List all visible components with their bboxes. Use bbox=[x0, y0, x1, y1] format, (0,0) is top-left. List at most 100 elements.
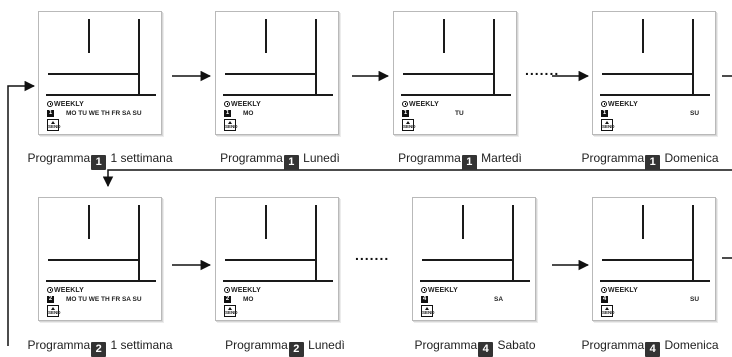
lcd-vertical-line-1 bbox=[642, 19, 644, 53]
weekly-label: WEEKLY bbox=[224, 101, 261, 109]
clock-icon bbox=[47, 101, 53, 107]
caption-program-badge: 4 bbox=[478, 342, 494, 357]
lcd-screen: WEEKLY 2 MO TU WE TH FR SA SU SEND bbox=[44, 203, 156, 317]
lcd-vertical-line-1 bbox=[265, 19, 267, 53]
active-days: SU bbox=[690, 110, 700, 117]
caption-program-badge: 4 bbox=[645, 342, 661, 357]
program-number-badge: 1 bbox=[224, 110, 231, 117]
lcd-horizontal-line bbox=[403, 73, 493, 75]
clock-icon bbox=[224, 287, 230, 293]
weekly-text: WEEKLY bbox=[428, 287, 458, 294]
lcd-horizontal-line bbox=[602, 259, 692, 261]
lcd-screen: WEEKLY 4 SA SEND bbox=[418, 203, 530, 317]
program-number-badge: 4 bbox=[601, 296, 608, 303]
caption-program-badge: 1 bbox=[91, 155, 107, 170]
clock-icon bbox=[224, 101, 230, 107]
caption-prefix: Programma bbox=[398, 151, 461, 165]
weekly-text: WEEKLY bbox=[409, 101, 439, 108]
caption-prefix: Programma bbox=[225, 338, 288, 352]
send-text: SEND bbox=[422, 310, 435, 315]
active-days: MO TU WE TH FR SA SU bbox=[66, 110, 142, 117]
weekly-label: WEEKLY bbox=[224, 287, 261, 295]
send-icon: SEND bbox=[421, 305, 435, 317]
send-text: SEND bbox=[48, 310, 61, 315]
clock-icon bbox=[421, 287, 427, 293]
lcd-vertical-line-1 bbox=[265, 205, 267, 239]
lcd-vertical-line-2 bbox=[138, 205, 140, 281]
caption-prefix: Programma bbox=[220, 151, 283, 165]
active-days: SA bbox=[494, 296, 504, 303]
lcd-screen: WEEKLY 1 SU SEND bbox=[598, 17, 710, 131]
weekly-text: WEEKLY bbox=[54, 101, 84, 108]
caption-suffix: Lunedì bbox=[299, 151, 340, 165]
caption-prefix: Programma bbox=[581, 151, 645, 165]
caption-suffix: Martedì bbox=[477, 151, 522, 165]
send-icon: SEND bbox=[601, 305, 615, 317]
lcd-vertical-line-2 bbox=[512, 205, 514, 281]
weekly-text: WEEKLY bbox=[608, 101, 638, 108]
active-days: MO bbox=[243, 296, 254, 303]
active-days: SU bbox=[690, 296, 700, 303]
caption-program-badge: 2 bbox=[288, 342, 304, 357]
lcd-screen: WEEKLY 1 TU SEND bbox=[399, 17, 511, 131]
program-number-badge: 4 bbox=[421, 296, 428, 303]
clock-icon bbox=[402, 101, 408, 107]
weekly-label: WEEKLY bbox=[402, 101, 439, 109]
clock-icon bbox=[601, 101, 607, 107]
caption-program-badge: 1 bbox=[645, 155, 661, 170]
caption-prefix: Programma bbox=[27, 151, 91, 165]
caption-program-badge: 1 bbox=[461, 155, 477, 170]
lcd-horizontal-line bbox=[225, 73, 315, 75]
lcd-vertical-line-1 bbox=[462, 205, 464, 239]
caption-program-badge: 2 bbox=[91, 342, 107, 357]
caption-program-badge: 1 bbox=[283, 155, 299, 170]
lcd-bottom-line bbox=[600, 94, 710, 96]
lcd-bottom-line bbox=[46, 94, 156, 96]
clock-icon bbox=[601, 287, 607, 293]
send-icon: SEND bbox=[402, 119, 416, 131]
caption-suffix: Domenica bbox=[661, 151, 719, 165]
caption-suffix: 1 settimana bbox=[107, 338, 173, 352]
weekly-label: WEEKLY bbox=[601, 101, 638, 109]
lcd-vertical-line-1 bbox=[88, 19, 90, 53]
program-number-badge: 1 bbox=[601, 110, 608, 117]
program-number-badge: 1 bbox=[47, 110, 54, 117]
clock-icon bbox=[47, 287, 53, 293]
lcd-screen: WEEKLY 1 MO SEND bbox=[221, 17, 333, 131]
active-days: MO bbox=[243, 110, 254, 117]
lcd-panel-row1-2: WEEKLY 1 MO SEND bbox=[215, 11, 339, 135]
caption-prefix: Programma bbox=[414, 338, 478, 352]
lcd-bottom-line bbox=[46, 280, 156, 282]
lcd-bottom-line bbox=[600, 280, 710, 282]
send-icon: SEND bbox=[47, 305, 61, 317]
send-text: SEND bbox=[225, 124, 238, 129]
lcd-vertical-line-1 bbox=[443, 19, 445, 53]
send-icon: SEND bbox=[601, 119, 615, 131]
lcd-vertical-line-2 bbox=[315, 19, 317, 95]
weekly-label: WEEKLY bbox=[421, 287, 458, 295]
lcd-screen: WEEKLY 1 MO TU WE TH FR SA SU SEND bbox=[44, 17, 156, 131]
lcd-horizontal-line bbox=[422, 259, 512, 261]
caption-suffix: Lunedì bbox=[304, 338, 345, 352]
lcd-horizontal-line bbox=[48, 259, 138, 261]
send-text: SEND bbox=[225, 310, 238, 315]
lcd-panel-row1-3: WEEKLY 1 TU SEND bbox=[393, 11, 517, 135]
lcd-panel-row2-3: WEEKLY 4 SA SEND bbox=[412, 197, 536, 321]
weekly-text: WEEKLY bbox=[54, 287, 84, 294]
lcd-panel-row2-1: WEEKLY 2 MO TU WE TH FR SA SU SEND bbox=[38, 197, 162, 321]
lcd-bottom-line bbox=[401, 94, 511, 96]
weekly-label: WEEKLY bbox=[47, 101, 84, 109]
send-text: SEND bbox=[602, 124, 615, 129]
weekly-text: WEEKLY bbox=[231, 287, 261, 294]
lcd-vertical-line-1 bbox=[88, 205, 90, 239]
lcd-vertical-line-2 bbox=[692, 205, 694, 281]
lcd-vertical-line-2 bbox=[138, 19, 140, 95]
